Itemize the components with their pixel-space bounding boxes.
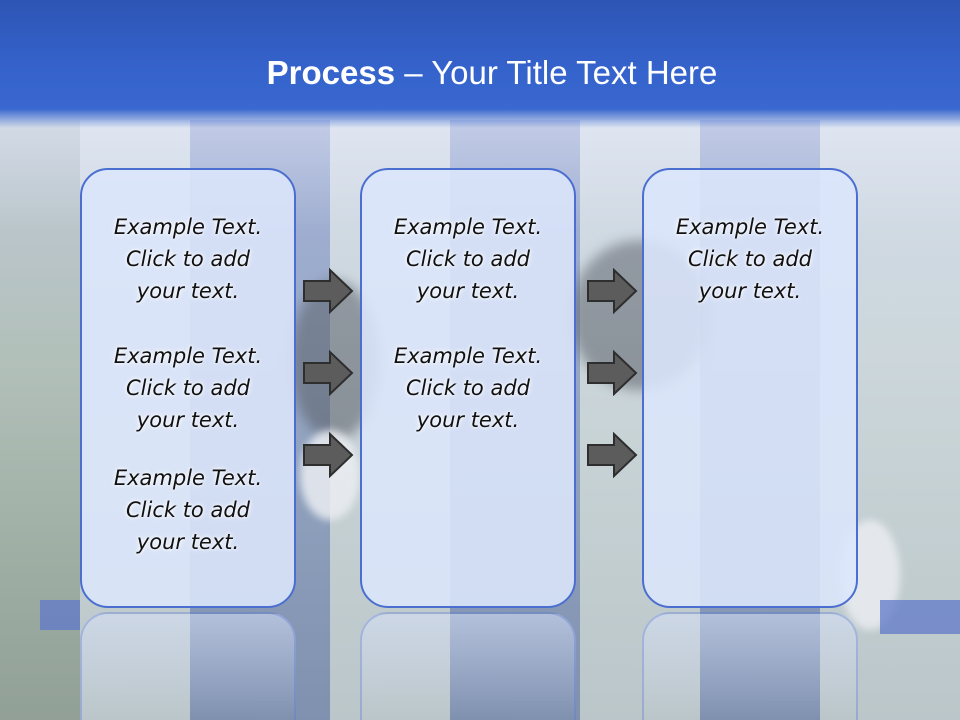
text-line: Example Text. — [393, 344, 543, 368]
text-line: Example Text. — [675, 215, 825, 239]
example-text[interactable]: Example Text. Click to add your text. — [360, 340, 576, 436]
title-bold: Process — [266, 54, 396, 91]
process-box-3[interactable] — [642, 168, 858, 608]
title-rest: – Your Title Text Here — [395, 54, 718, 91]
process-box-2[interactable] — [360, 168, 576, 608]
text-line: Click to add — [125, 376, 250, 400]
text-line: Click to add — [405, 247, 530, 271]
right-arrow-icon — [303, 432, 354, 478]
right-arrow-icon — [587, 432, 638, 478]
box-reflection — [80, 612, 296, 720]
example-text[interactable]: Example Text. Click to add your text. — [80, 211, 296, 307]
right-arrow-icon — [303, 268, 354, 314]
text-line: your text. — [136, 279, 240, 303]
text-line: Example Text. — [113, 466, 263, 490]
box-reflection — [642, 612, 858, 720]
right-arrow-icon — [303, 350, 354, 396]
box-reflection — [360, 612, 576, 720]
text-line: Click to add — [125, 247, 250, 271]
text-line: your text. — [416, 279, 520, 303]
text-line: your text. — [698, 279, 802, 303]
title-bar — [0, 0, 960, 128]
text-line: your text. — [136, 408, 240, 432]
text-line: Click to add — [405, 376, 530, 400]
slide-title[interactable]: Process – Your Title Text Here — [0, 54, 960, 92]
text-line: Example Text. — [113, 215, 263, 239]
example-text[interactable]: Example Text. Click to add your text. — [80, 340, 296, 436]
text-line: Click to add — [687, 247, 812, 271]
right-arrow-icon — [587, 350, 638, 396]
example-text[interactable]: Example Text. Click to add your text. — [80, 462, 296, 558]
text-line: Example Text. — [113, 344, 263, 368]
text-line: Click to add — [125, 498, 250, 522]
text-line: Example Text. — [393, 215, 543, 239]
right-arrow-icon — [587, 268, 638, 314]
text-line: your text. — [416, 408, 520, 432]
example-text[interactable]: Example Text. Click to add your text. — [360, 211, 576, 307]
example-text[interactable]: Example Text. Click to add your text. — [642, 211, 858, 307]
process-box-1[interactable] — [80, 168, 296, 608]
text-line: your text. — [136, 530, 240, 554]
